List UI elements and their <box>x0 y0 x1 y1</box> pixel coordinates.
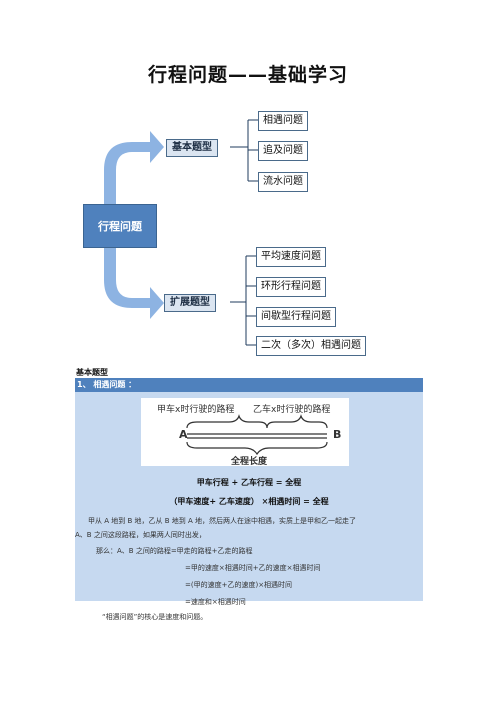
page-title: 行程问题——基础学习 <box>147 64 348 86</box>
mindmap-leaf-intermittent: 间歇型行程问题 <box>256 307 336 327</box>
mindmap-root: 行程问题 <box>83 204 157 248</box>
paragraph-line-2: A、B 之间这段路程，如果两人同时出发， <box>75 531 206 539</box>
closing-note: “相遇问题”的核心是速度和问题。 <box>102 613 208 621</box>
diagram-point-b: B <box>333 428 342 441</box>
mindmap-leaf-chase: 追及问题 <box>258 141 308 161</box>
mindmap-basic-node: 基本题型 <box>166 139 218 157</box>
mindmap-leaf-stream: 流水问题 <box>258 172 308 192</box>
panel-heading: 1、 相遇问题 ： <box>75 378 423 392</box>
down-arrow-shape <box>104 246 164 319</box>
paragraph-line-1: 甲从 A 地到 B 地，乙从 B 地到 A 地，然后两人在途中相遇，实质上是甲和… <box>88 517 356 525</box>
derivation-line-3: =(甲的速度+乙的速度)×相遇时间 <box>185 581 293 589</box>
derivation-line-2: =甲的速度×相遇时间+乙的速度×相遇时间 <box>185 564 321 572</box>
diagram-label-a-path: 甲车x时行驶的路程 <box>157 405 235 415</box>
diagram-point-a: A <box>179 428 188 441</box>
formula-speed: （甲车速度+ 乙车速度） ×相遇时间 = 全程 <box>169 496 329 506</box>
diagram-total-length: 全程长度 <box>231 457 268 467</box>
diagram-label-b-path: 乙车x时行驶的路程 <box>253 405 331 415</box>
mindmap-extended-node: 扩展题型 <box>164 294 216 312</box>
meeting-diagram: 甲车x时行驶的路程 乙车x时行驶的路程 A B 全程长度 <box>141 398 349 467</box>
formula-distance: 甲车行程 + 乙车行程 = 全程 <box>196 477 302 487</box>
up-arrow-shape <box>104 131 164 204</box>
brace-diagram <box>186 414 328 456</box>
mindmap-leaf-multiple-meeting: 二次（多次）相遇问题 <box>256 336 366 356</box>
mindmap-leaf-avg-speed: 平均速度问题 <box>256 247 326 267</box>
derivation-line-1: 那么：A、B 之间的路程=甲走的路程+乙走的路程 <box>96 547 253 555</box>
section-title: 基本题型 <box>76 368 108 377</box>
mindmap-leaf-circular: 环形行程问题 <box>256 277 326 297</box>
mindmap-connectors <box>104 119 258 346</box>
derivation-line-4: =速度和×相遇时间 <box>185 598 246 606</box>
mindmap-leaf-meeting: 相遇问题 <box>258 111 308 131</box>
